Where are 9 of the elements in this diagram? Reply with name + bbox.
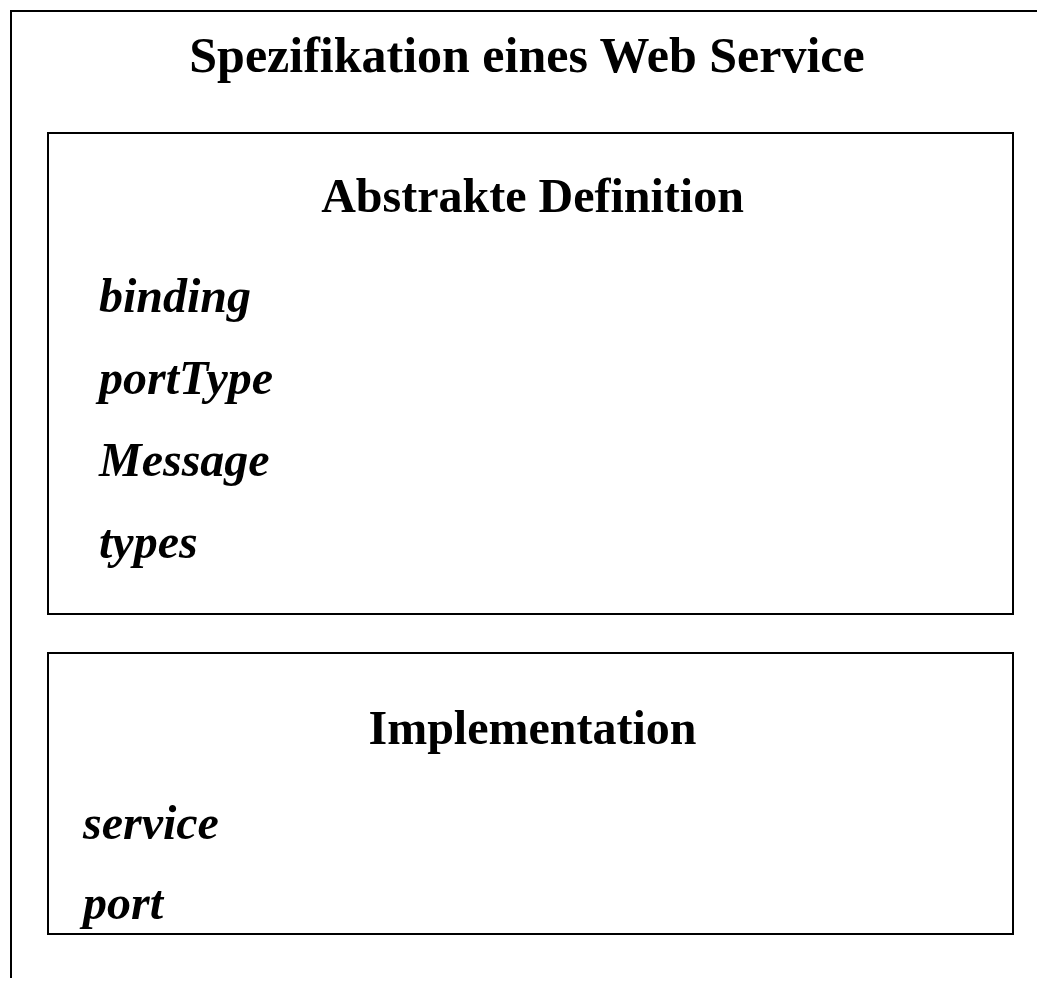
element-name: service: [83, 799, 219, 847]
section-heading: Implementation: [367, 704, 698, 752]
section-heading: Abstrakte Definition: [320, 172, 745, 220]
section-box: [47, 652, 1014, 935]
element-name: Message: [99, 436, 270, 484]
outer-frame: [10, 10, 1037, 978]
element-name: types: [99, 518, 198, 566]
section-box: [47, 132, 1014, 615]
element-name: binding: [99, 272, 252, 320]
